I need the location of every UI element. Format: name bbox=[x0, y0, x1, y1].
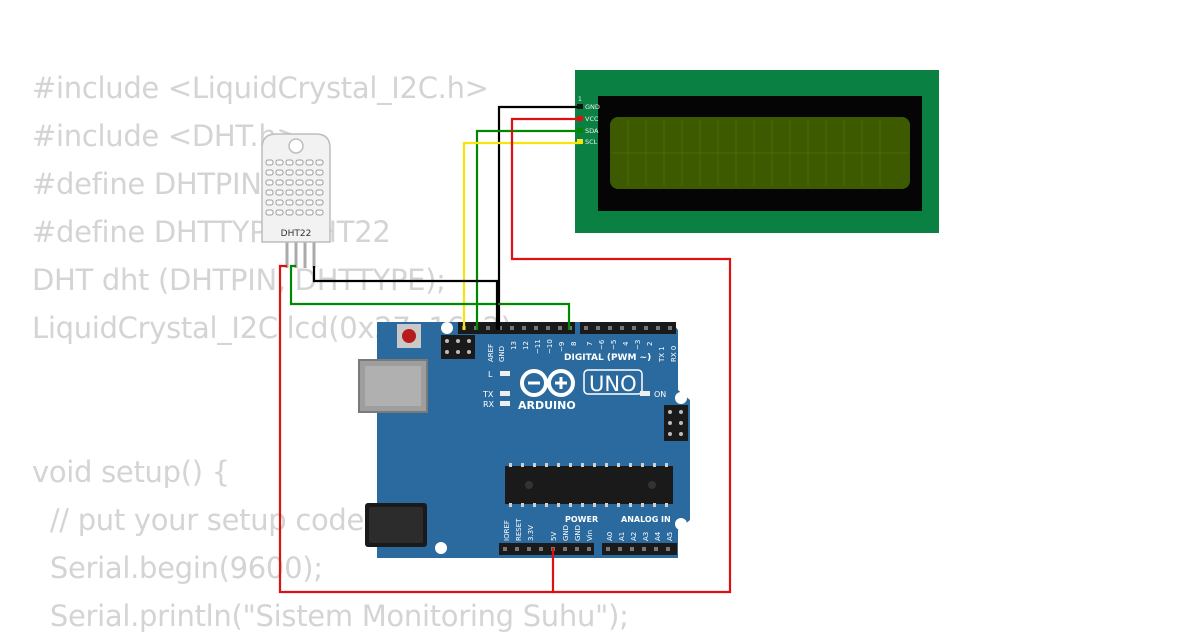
svg-text:~3: ~3 bbox=[634, 340, 642, 350]
sensor-label: DHT22 bbox=[281, 229, 312, 239]
svg-text:RX 0: RX 0 bbox=[670, 346, 678, 362]
svg-text:~10: ~10 bbox=[546, 339, 554, 354]
svg-text:RESET: RESET bbox=[515, 518, 523, 541]
svg-text:~5: ~5 bbox=[610, 340, 618, 350]
sensor-grille bbox=[265, 159, 324, 216]
uno-badge bbox=[583, 369, 643, 395]
wire-lcd-gnd bbox=[497, 105, 580, 330]
svg-text:A5: A5 bbox=[666, 532, 674, 541]
atmega-chip bbox=[505, 463, 673, 507]
wire-lcd-sda bbox=[475, 129, 580, 330]
svg-text:A4: A4 bbox=[654, 531, 662, 541]
code-line: #define DHTPIN 8 bbox=[32, 167, 289, 201]
dht22-sensor[interactable]: DHT22 bbox=[261, 133, 331, 268]
lcd-pin-label: SCL bbox=[585, 138, 598, 146]
svg-text:~9: ~9 bbox=[558, 342, 566, 352]
model-name: UNO bbox=[589, 372, 637, 396]
lcd-pin-label: VCC bbox=[585, 115, 599, 123]
icsp-header-top bbox=[441, 335, 475, 359]
on-led bbox=[640, 391, 650, 396]
digital-label: DIGITAL (PWM ~) bbox=[564, 353, 651, 363]
rx-label: RX bbox=[483, 400, 495, 409]
lcd-char-grid bbox=[612, 120, 908, 186]
svg-text:A2: A2 bbox=[630, 532, 638, 541]
tx-led bbox=[500, 391, 510, 396]
mounting-hole bbox=[435, 542, 447, 554]
svg-text:GND: GND bbox=[498, 346, 506, 362]
power-header bbox=[499, 543, 594, 555]
wire-dht-data bbox=[289, 264, 571, 330]
wires bbox=[278, 105, 732, 594]
svg-text:A3: A3 bbox=[642, 532, 650, 541]
lcd-pin-number: 1 bbox=[578, 96, 582, 103]
svg-text:8: 8 bbox=[570, 342, 578, 346]
svg-text:~11: ~11 bbox=[534, 339, 542, 354]
svg-text:~6: ~6 bbox=[598, 339, 606, 350]
analog-header bbox=[602, 543, 677, 555]
svg-text:13: 13 bbox=[510, 341, 518, 350]
digital-pin-labels: AREF GND 13 12 ~11 ~10 ~9 8 7 ~6 ~5 4 ~3… bbox=[487, 339, 678, 363]
rx-led bbox=[500, 401, 510, 406]
wire-lcd-scl bbox=[462, 141, 580, 330]
svg-text:4: 4 bbox=[622, 341, 630, 346]
svg-text:2: 2 bbox=[646, 342, 654, 346]
svg-text:12: 12 bbox=[522, 341, 530, 350]
svg-text:AREF: AREF bbox=[487, 344, 495, 362]
svg-text:7: 7 bbox=[586, 342, 594, 346]
l-led bbox=[500, 371, 510, 376]
wire-endpoints bbox=[577, 104, 583, 144]
mounting-hole bbox=[441, 322, 453, 334]
analog-pin-labels: A0 A1 A2 A3 A4 A5 bbox=[606, 531, 674, 541]
wire-dht-vcc bbox=[278, 264, 553, 594]
power-pin-labels: IOREF RESET 3.3V 5V GND GND Vin bbox=[503, 518, 594, 541]
svg-text:A0: A0 bbox=[606, 532, 614, 541]
reset-button-cap[interactable] bbox=[402, 329, 416, 343]
svg-text:TX 1: TX 1 bbox=[658, 346, 666, 363]
arduino-logo bbox=[520, 369, 575, 397]
svg-text:A1: A1 bbox=[618, 532, 626, 541]
tx-label: TX bbox=[482, 390, 494, 399]
usb-port-inner bbox=[365, 366, 421, 406]
arduino-uno-board[interactable]: AREF GND 13 12 ~11 ~10 ~9 8 7 ~6 ~5 4 ~3… bbox=[358, 322, 690, 558]
code-line: Serial.println("Sistem Monitoring Suhu")… bbox=[32, 599, 629, 633]
mounting-hole bbox=[675, 518, 687, 530]
code-line: Serial.begin(9600); bbox=[32, 551, 323, 585]
l-label: L bbox=[488, 370, 493, 379]
power-jack-inner bbox=[369, 507, 423, 543]
svg-text:IOREF: IOREF bbox=[503, 520, 511, 541]
lcd-module[interactable]: 1 GND VCC SDA SCL bbox=[575, 70, 939, 233]
lcd-pin-label: SDA bbox=[585, 127, 599, 135]
power-label: POWER bbox=[565, 515, 598, 524]
wire-dht-gnd bbox=[312, 266, 499, 330]
svg-text:3.3V: 3.3V bbox=[527, 525, 535, 541]
digital-header bbox=[458, 322, 676, 334]
svg-text:Vin: Vin bbox=[586, 530, 594, 541]
svg-text:GND: GND bbox=[574, 525, 582, 541]
mounting-hole bbox=[675, 392, 687, 404]
icsp-header-right bbox=[664, 405, 688, 441]
lcd-pin-label: GND bbox=[585, 103, 600, 111]
brand-name: ARDUINO bbox=[518, 399, 576, 412]
svg-text:5V: 5V bbox=[550, 532, 558, 541]
svg-text:GND: GND bbox=[562, 525, 570, 541]
code-line: void setup() { bbox=[32, 455, 230, 489]
analog-label: ANALOG IN bbox=[621, 515, 671, 524]
code-line: #include <LiquidCrystal_I2C.h> bbox=[32, 71, 489, 105]
sensor-hole bbox=[288, 138, 304, 154]
on-label: ON bbox=[654, 390, 666, 399]
